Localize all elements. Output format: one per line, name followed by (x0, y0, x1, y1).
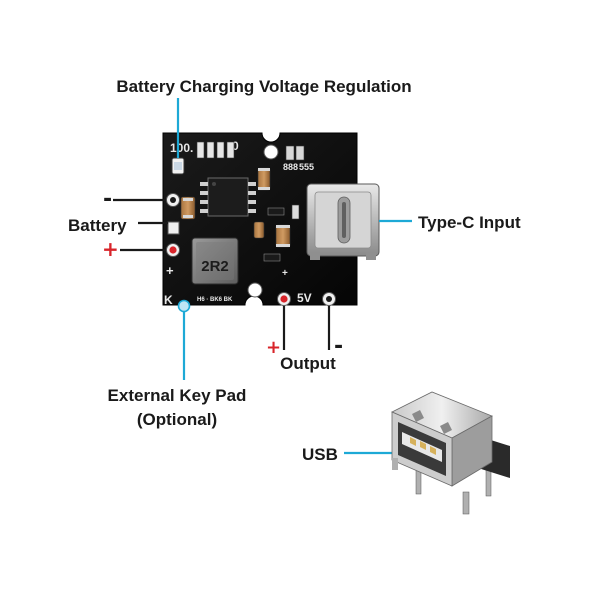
silk-k-mark: K (164, 293, 173, 307)
sign-output-positive: + (266, 337, 281, 358)
voltage-regulation-resistor (171, 157, 185, 175)
silk-plus-output: + (282, 268, 288, 279)
silk-small-text: H6 · BK6 BK (197, 297, 233, 303)
label-external-key-pad-optional: (Optional) (137, 410, 217, 429)
battery-negative-pad (166, 193, 180, 207)
label-type-c-input: Type-C Input (418, 213, 521, 232)
smd-led-row (196, 141, 235, 159)
key-pad (177, 299, 191, 313)
sign-output-negative: - (334, 334, 343, 359)
smd-cap-row-top: 888 555 (283, 145, 314, 172)
type-c-port-icon (306, 183, 380, 260)
smd-resistors (263, 204, 300, 262)
silk-cap-code: 888 (283, 162, 298, 172)
output-positive-pad (277, 292, 291, 306)
battery-positive-pad (166, 243, 180, 257)
main-ic-chip (200, 177, 256, 217)
label-voltage-regulation: Battery Charging Voltage Regulation (116, 77, 411, 96)
inductor-marking: 2R2 (201, 258, 229, 275)
inductor: 2R2 (191, 237, 239, 285)
silk-5v: 5V (297, 291, 312, 305)
ceramic-capacitors (180, 167, 291, 248)
label-external-key-pad: External Key Pad (108, 386, 247, 405)
mounting-hole (263, 144, 279, 160)
sign-battery-negative: - (103, 187, 112, 212)
label-output: Output (280, 354, 336, 373)
output-negative-pad (322, 292, 336, 306)
usb-a-female-icon (391, 391, 510, 515)
label-usb: USB (302, 445, 338, 464)
leader-lines (113, 98, 412, 455)
silk-cap-code: 555 (299, 162, 314, 172)
label-battery: Battery (68, 216, 127, 235)
silk-plus-mark: + (166, 263, 174, 278)
silk-header-right: 0 (232, 139, 239, 153)
silk-header-left: 100. (170, 141, 193, 155)
battery-mid-pad (167, 221, 180, 235)
mounting-hole (247, 282, 263, 298)
sign-battery-positive: + (102, 237, 119, 261)
